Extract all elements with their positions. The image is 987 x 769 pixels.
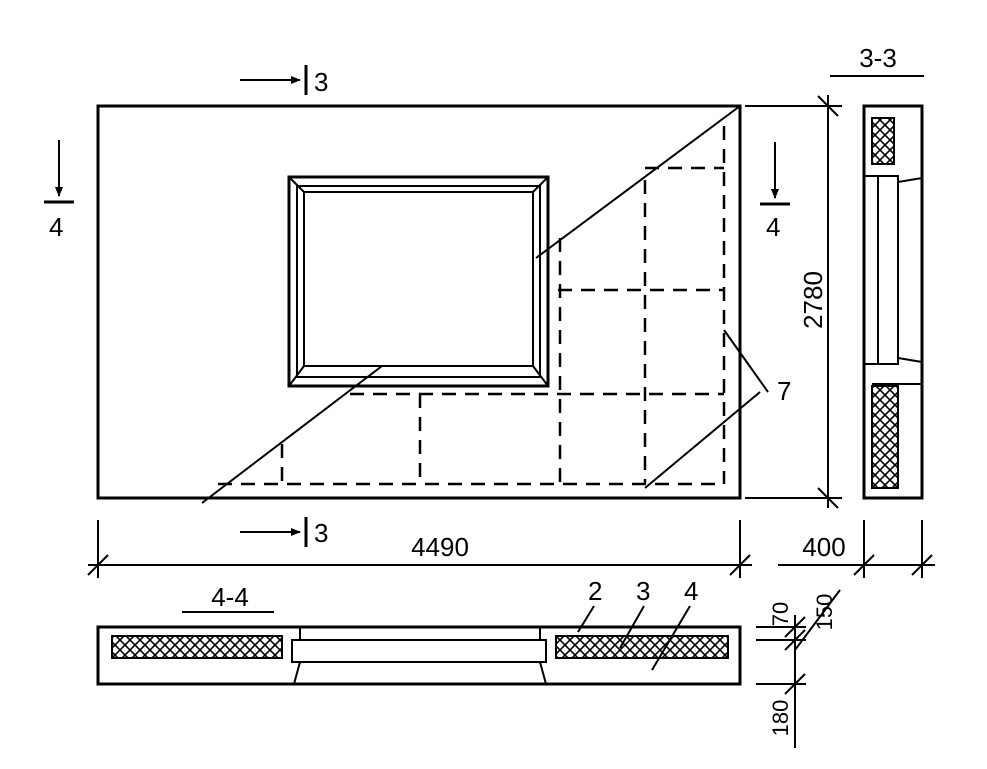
cutaway-lines xyxy=(201,105,761,504)
leader-7-lines xyxy=(723,329,769,393)
dimension-2780: 2780 xyxy=(745,95,842,509)
window-opening xyxy=(287,175,550,388)
panel-outline xyxy=(96,104,742,500)
section-3-3: 3-3 xyxy=(830,43,924,500)
svg-text:3: 3 xyxy=(314,67,328,97)
svg-text:150: 150 xyxy=(812,594,837,631)
svg-text:4: 4 xyxy=(766,212,780,242)
svg-text:70: 70 xyxy=(768,602,793,626)
svg-text:4490: 4490 xyxy=(411,532,469,562)
dimension-4490: 4490 xyxy=(87,520,752,578)
svg-text:4-4: 4-4 xyxy=(211,582,249,612)
section-marker-4-right: 4 xyxy=(760,142,790,242)
svg-text:2780: 2780 xyxy=(798,271,828,329)
dimension-400: 400 xyxy=(778,520,935,578)
section-marker-3-top: 3 xyxy=(240,65,328,97)
svg-text:4: 4 xyxy=(684,576,698,606)
callout-7: 7 xyxy=(777,376,791,406)
svg-text:2: 2 xyxy=(588,576,602,606)
svg-text:180: 180 xyxy=(768,700,793,737)
svg-text:3: 3 xyxy=(636,576,650,606)
section-marker-3-bottom: 3 xyxy=(240,517,328,548)
svg-text:4: 4 xyxy=(49,212,63,242)
reinforcement-grid xyxy=(218,126,726,486)
section-4-4: 4-4 2 3 4 xyxy=(96,576,742,686)
main-elevation: 7 xyxy=(96,104,791,504)
svg-text:3: 3 xyxy=(314,518,328,548)
section-marker-4-left: 4 xyxy=(44,140,74,242)
dimension-stack: 70 150 180 xyxy=(756,589,841,748)
svg-text:400: 400 xyxy=(802,532,845,562)
svg-text:3-3: 3-3 xyxy=(859,43,897,73)
